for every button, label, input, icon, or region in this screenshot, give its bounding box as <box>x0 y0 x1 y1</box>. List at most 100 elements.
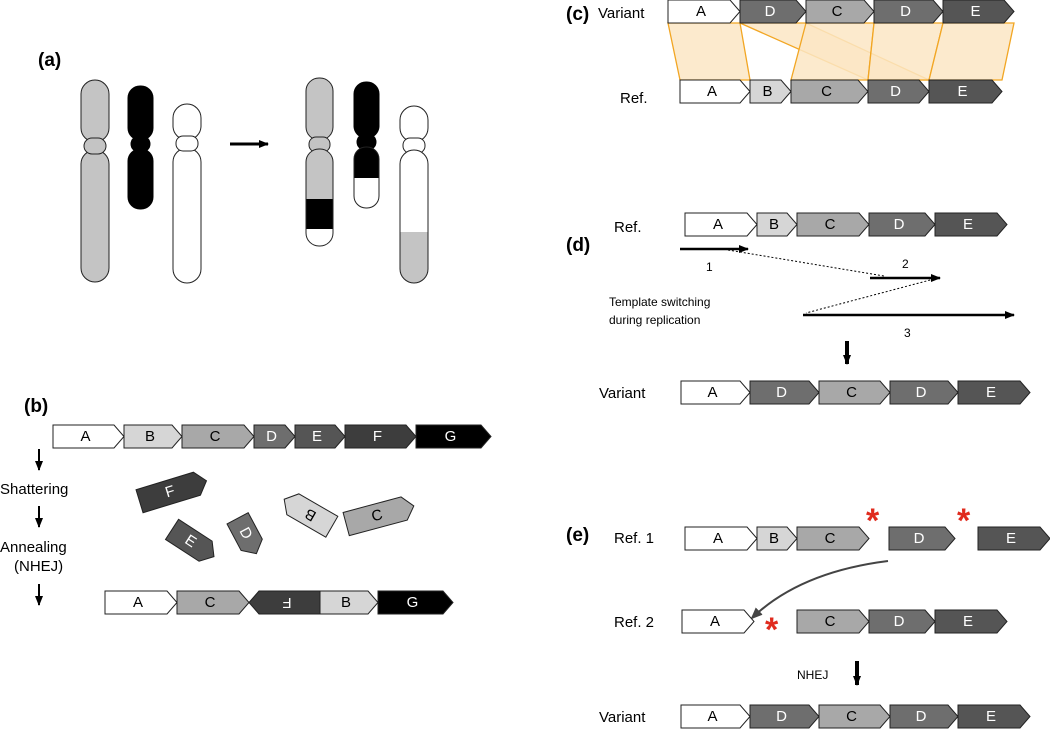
c-variant-segment-1-label: D <box>765 3 776 20</box>
b-fragment-2: D <box>226 512 263 555</box>
b-fragment-4-wrap: C <box>342 496 415 537</box>
c-mapping-band-2 <box>790 22 875 81</box>
d-ref-segment-4-label: E <box>963 216 973 233</box>
c-variant-label: Variant <box>598 5 645 22</box>
b-fragment-4-label: C <box>370 506 385 525</box>
c-ref-segment-3-label: D <box>890 83 901 100</box>
b-step-annealing: Annealing <box>0 539 67 556</box>
b-result-segment-0: A <box>104 590 178 615</box>
b-original-segment-3-label: D <box>266 428 277 445</box>
e-variant-segment-0: A <box>680 704 751 729</box>
c-variant-segment-4-label: E <box>970 3 980 20</box>
c-ref-segment-2: C <box>790 79 869 104</box>
chromosome-white-after <box>399 105 429 284</box>
d-step-3: 3 <box>904 326 911 340</box>
c-mapping-band-4 <box>928 22 1015 81</box>
e-break-star-1: * <box>866 502 880 540</box>
e-ref2-segment-0-label: A <box>710 613 720 630</box>
c-ref-segment-0-label: A <box>707 83 717 100</box>
b-original-segment-4: E <box>294 424 346 449</box>
e-ref1-segment-3-label: D <box>914 530 925 547</box>
b-result-segment-2-label: F <box>282 594 291 611</box>
chromosome-black-before <box>127 85 154 210</box>
c-variant-segment-1: D <box>739 0 807 24</box>
e-ref1-segment-2-label: C <box>825 530 836 547</box>
e-variant-label: Variant <box>599 709 646 726</box>
d-switch-note-1: Template switching <box>609 295 710 309</box>
d-ref-segment-0: A <box>684 212 758 237</box>
d-variant-label: Variant <box>599 385 646 402</box>
c-variant-segment-0: A <box>667 0 741 24</box>
e-ref1-segment-0: A <box>684 526 758 551</box>
c-ref-segment-2-label: C <box>821 83 832 100</box>
b-result-segment-2: F <box>248 590 321 615</box>
chromosomes-after <box>305 77 429 284</box>
panel-label-b: (b) <box>24 396 48 417</box>
c-ref-segment-4-label: E <box>957 83 967 100</box>
d-switch-dotted-1 <box>727 249 885 277</box>
c-ref-label: Ref. <box>620 90 648 107</box>
c-ref-segment-3: D <box>867 79 930 104</box>
b-result-segment-3: B <box>319 590 379 615</box>
e-ref1-label: Ref. 1 <box>614 530 654 547</box>
d-variant-segment-3-label: D <box>916 384 927 401</box>
e-ref1-segment-4: E <box>977 526 1050 551</box>
e-variant-segment-2-label: C <box>846 708 857 725</box>
c-ref-segment-4: E <box>928 79 1003 104</box>
e-variant-segment-3: D <box>889 704 959 729</box>
d-step-1: 1 <box>706 260 713 274</box>
d-ref-segment-3: D <box>868 212 936 237</box>
e-ref2-segment-3-label: E <box>963 613 973 630</box>
d-ref-segment-3-label: D <box>894 216 905 233</box>
c-ref-segment-1-label: B <box>762 83 772 100</box>
e-variant-segment-4: E <box>957 704 1031 729</box>
b-original-segment-2-label: C <box>210 428 221 445</box>
b-original-segment-5: F <box>344 424 417 449</box>
e-variant-segment-4-label: E <box>986 708 996 725</box>
e-ref2-segment-0: A <box>681 609 755 634</box>
c-mapping-band-0 <box>667 22 751 81</box>
e-ref1-segment-3: D <box>888 526 956 551</box>
c-variant-segment-0-label: A <box>696 3 706 20</box>
e-ref2-segment-2-label: D <box>894 613 905 630</box>
d-switch-note-2: during replication <box>609 313 700 327</box>
b-step-nhej: (NHEJ) <box>14 558 63 575</box>
b-original-segment-1: B <box>123 424 183 449</box>
d-variant-segment-4-label: E <box>986 384 996 401</box>
b-result-segment-3-label: B <box>341 594 351 611</box>
c-ref-segment-1: B <box>749 79 792 104</box>
d-ref-segment-1: B <box>756 212 798 237</box>
d-ref-label: Ref. <box>614 219 642 236</box>
c-variant-segment-3-label: D <box>900 3 911 20</box>
panel-label-d: (d) <box>566 235 590 256</box>
c-ref-segment-0: A <box>679 79 751 104</box>
e-ref2-segment-1-label: C <box>825 613 836 630</box>
d-variant-segment-1: D <box>749 380 820 405</box>
panel-label-c: (c) <box>566 4 589 25</box>
e-ref2-segment-1: C <box>796 609 870 634</box>
d-variant-segment-0-label: A <box>707 384 717 401</box>
c-ref-chromosome: A B C D E <box>679 79 1003 104</box>
b-result-segment-4: G <box>377 590 454 615</box>
e-break-star-2: * <box>957 502 971 540</box>
e-ref1-segment-1: B <box>756 526 798 551</box>
b-original-segment-6: G <box>415 424 492 449</box>
d-variant-segment-2-label: C <box>846 384 857 401</box>
b-result-segment-1: C <box>176 590 250 615</box>
e-variant-segment-2: C <box>818 704 891 729</box>
b-original-segment-4-label: E <box>312 428 322 445</box>
c-variant-segment-2-label: C <box>832 3 843 20</box>
e-ref2-segment-2: D <box>868 609 936 634</box>
b-fragment-1: E <box>164 518 215 562</box>
b-original-segment-1-label: B <box>145 428 155 445</box>
chromosome-grey-before <box>80 79 110 283</box>
